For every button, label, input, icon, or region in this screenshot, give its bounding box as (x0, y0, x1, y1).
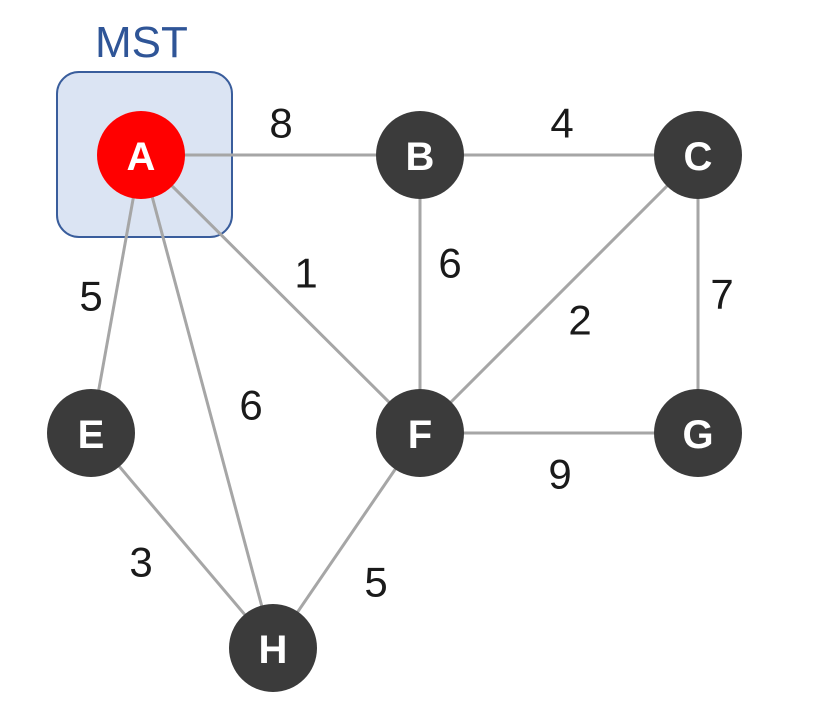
edge-weight-b-c: 4 (550, 100, 573, 147)
node-circle-a (97, 111, 185, 199)
node-a: A (97, 111, 185, 199)
node-label-e: E (78, 413, 105, 457)
edge-weight-c-g: 7 (710, 271, 733, 318)
weights-layer: 8 4 1 6 2 7 5 6 9 3 5 (79, 100, 733, 606)
edge-weight-e-h: 3 (129, 539, 152, 586)
node-circle-e (47, 389, 135, 477)
nodes-layer: A B C E F G H (47, 111, 742, 692)
node-label-c: C (684, 135, 713, 179)
edge-e-h (89, 432, 275, 649)
edge-a-h (139, 154, 275, 649)
edge-weight-c-f: 2 (568, 297, 591, 344)
node-circle-b (376, 111, 464, 199)
node-label-a: A (127, 135, 156, 179)
node-c: C (654, 111, 742, 199)
node-label-f: F (408, 413, 432, 457)
node-circle-h (229, 604, 317, 692)
node-b: B (376, 111, 464, 199)
edge-weight-f-h: 5 (364, 559, 387, 606)
edge-weight-b-f: 6 (438, 240, 461, 287)
node-circle-f (376, 389, 464, 477)
edge-c-f (418, 153, 700, 435)
node-label-h: H (259, 628, 288, 672)
edge-weight-a-f: 1 (294, 250, 317, 297)
node-circle-g (654, 389, 742, 477)
edge-a-e (89, 154, 143, 434)
node-e: E (47, 389, 135, 477)
edge-weight-a-h: 6 (239, 382, 262, 429)
node-h: H (229, 604, 317, 692)
node-label-g: G (682, 413, 713, 457)
edge-weight-a-e: 5 (79, 273, 102, 320)
node-g: G (654, 389, 742, 477)
node-label-b: B (406, 135, 435, 179)
mst-title: MST (95, 18, 188, 67)
node-circle-c (654, 111, 742, 199)
node-f: F (376, 389, 464, 477)
edge-weight-f-g: 9 (548, 451, 571, 498)
edge-a-f (139, 153, 422, 435)
edge-weight-a-b: 8 (269, 100, 292, 147)
